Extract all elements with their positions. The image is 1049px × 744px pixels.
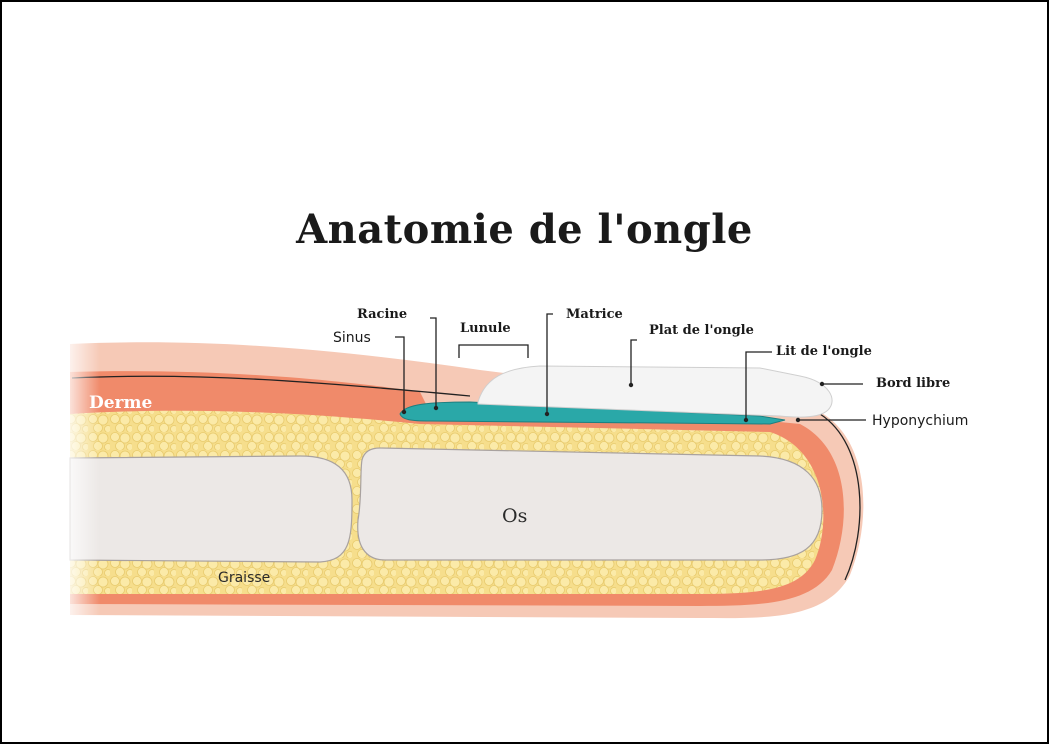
label-hyponychium: Hyponychium <box>872 413 968 429</box>
label-derme: Derme <box>89 393 153 413</box>
label-lunule: Lunule <box>460 321 511 336</box>
label-matrice: Matrice <box>566 307 623 322</box>
label-graisse: Graisse <box>218 570 270 586</box>
label-lit-de-l-ongle: Lit de l'ongle <box>776 344 872 359</box>
label-bord-libre: Bord libre <box>876 376 950 391</box>
label-sinus: Sinus <box>333 330 371 346</box>
label-os: Os <box>502 505 527 527</box>
bone-distal <box>358 448 822 560</box>
label-racine: Racine <box>357 307 407 322</box>
label-plat-de-l-ongle: Plat de l'ongle <box>649 323 754 338</box>
bone-proximal <box>70 456 352 562</box>
